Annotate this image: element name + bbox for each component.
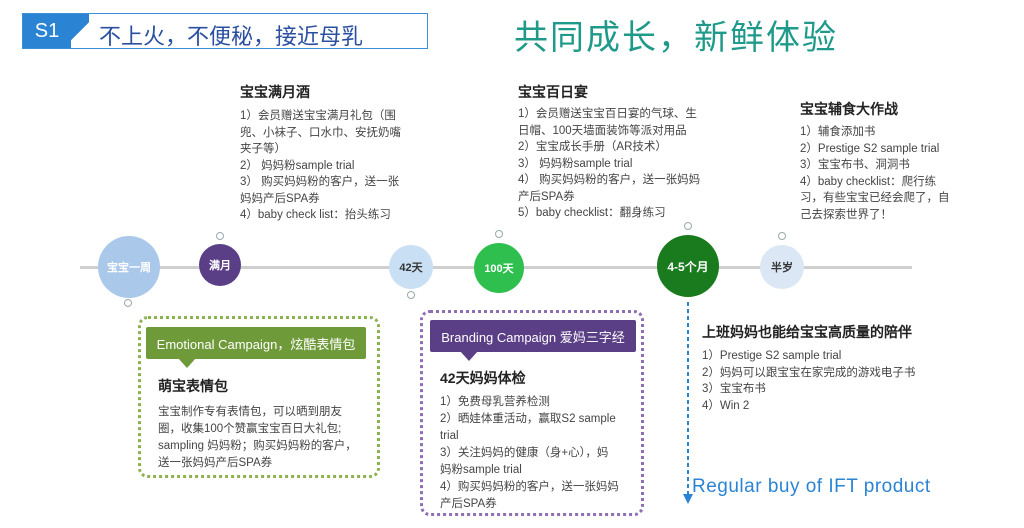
list-item: 夹子等）: [240, 143, 286, 155]
body-line: 产后SPA券: [440, 498, 497, 510]
list-item: 1）会员赠送宝宝百日宴的气球、生: [518, 108, 697, 120]
milestone-title-weaning: 宝宝辅食大作战: [800, 101, 898, 117]
timeline-node-month[interactable]: 满月: [199, 244, 241, 286]
list-item: 2） 妈妈粉sample trial: [240, 159, 355, 172]
body-line: sampling 妈妈粉；购买妈妈粉的客户，: [158, 440, 357, 452]
section-header: S1 不上火，不便秘，接近母乳: [22, 13, 428, 49]
list-item: 1）辅食添加书: [800, 126, 876, 138]
page-title: 共同成长，新鲜体验: [514, 19, 838, 57]
body-line: 1）免费母乳营养检测: [440, 396, 550, 408]
timeline-node-half-year[interactable]: 半岁: [760, 245, 804, 289]
list-item: 1）Prestige S2 sample trial: [702, 350, 842, 362]
branding-campaign-box: [420, 310, 644, 516]
working-mom-list: 1）Prestige S2 sample trial 2）妈妈可以跟宝宝在家完成…: [702, 348, 915, 414]
body-line: trial: [440, 430, 459, 442]
body-line: 宝宝制作专有表情包，可以晒到朋友: [158, 406, 342, 418]
list-item: 己去探索世界了！: [800, 208, 892, 221]
tag-pointer: [178, 358, 196, 368]
body-line: 4）购买妈妈粉的客户，送一张妈妈: [440, 481, 619, 493]
body-line: 2）晒娃体重活动，赢取S2 sample: [440, 413, 616, 425]
list-item: 4）baby check list：抬头练习: [240, 209, 391, 221]
working-mom-title: 上班妈妈也能给宝宝高质量的陪伴: [702, 324, 912, 340]
list-item: 1）会员赠送宝宝满月礼包（围: [240, 110, 396, 122]
emotional-campaign-tag: Emotional Campaign，炫酷表情包: [146, 327, 366, 359]
section-subtitle: 不上火，不便秘，接近母乳: [99, 24, 364, 49]
list-item: 3）宝宝布书: [702, 383, 766, 395]
branding-campaign-tag: Branding Campaign 爱妈三字经: [430, 320, 636, 352]
list-item: 3）宝宝布书、洞洞书: [800, 159, 910, 171]
collapse-icon[interactable]: [495, 230, 503, 238]
node-label: 42天: [399, 262, 423, 274]
milestone-title-full-month: 宝宝满月酒: [240, 84, 310, 100]
list-item: 习，有些宝宝已经会爬了，自: [800, 192, 950, 204]
list-item: 2）妈妈可以跟宝宝在家完成的游戏电子书: [702, 366, 916, 379]
node-label: 宝宝一周: [107, 262, 151, 274]
list-item: 产后SPA券: [518, 190, 575, 203]
regular-buy-label: Regular buy of IFT product: [692, 476, 931, 497]
body-line: 圈，收集100个赞赢宝宝百日大礼包;: [158, 423, 342, 435]
timeline-node-42-days[interactable]: 42天: [389, 245, 433, 289]
down-arrow-icon: [683, 302, 693, 504]
body-line: 妈粉sample trial: [440, 464, 522, 476]
body-line: 送一张妈妈产后SPA券: [158, 457, 273, 469]
timeline-node-week[interactable]: 宝宝一周: [98, 236, 160, 298]
list-item: 4） 购买妈妈粉的客户，送一张妈妈: [518, 174, 701, 186]
node-label: 半岁: [771, 262, 793, 274]
collapse-icon[interactable]: [778, 232, 786, 240]
list-item: 2）Prestige S2 sample trial: [800, 142, 940, 155]
list-item: 2）宝宝成长手册（AR技术）: [518, 141, 667, 153]
section-tag-corner: [71, 14, 89, 48]
timeline-node-100-days[interactable]: 100天: [474, 243, 524, 293]
list-item: 3） 妈妈粉sample trial: [518, 157, 633, 170]
node-label: 满月: [209, 260, 231, 272]
collapse-icon[interactable]: [407, 291, 415, 299]
emotional-campaign-title: 萌宝表情包: [158, 378, 228, 394]
timeline-node-4-5-months[interactable]: 4-5个月: [657, 235, 719, 297]
list-item: 4）baby checklist：爬行练: [800, 175, 937, 188]
section-tag: S1: [23, 14, 71, 48]
list-item: 3） 购买妈妈粉的客户，送一张: [240, 176, 400, 188]
list-item: 妈妈产后SPA券: [240, 192, 320, 205]
list-item: 兜、小袜子、口水巾、安抚奶嘴: [240, 126, 401, 139]
collapse-icon[interactable]: [684, 222, 692, 230]
milestone-list-full-month: 1）会员赠送宝宝满月礼包（围 兜、小袜子、口水巾、安抚奶嘴 夹子等） 2） 妈妈…: [240, 108, 401, 224]
milestone-list-weaning: 1）辅食添加书 2）Prestige S2 sample trial 3）宝宝布…: [800, 124, 950, 223]
list-item: 4）Win 2: [702, 399, 750, 412]
branding-campaign-title: 42天妈妈体检: [440, 370, 526, 386]
tag-pointer: [460, 351, 478, 361]
milestone-list-100-days: 1）会员赠送宝宝百日宴的气球、生 日帽、100天墙面装饰等派对用品 2）宝宝成长…: [518, 106, 700, 222]
body-line: 3）关注妈妈的健康（身+心），妈: [440, 447, 609, 459]
list-item: 日帽、100天墙面装饰等派对用品: [518, 124, 687, 137]
collapse-icon[interactable]: [124, 299, 132, 307]
emotional-campaign-body: 宝宝制作专有表情包，可以晒到朋友 圈，收集100个赞赢宝宝百日大礼包; samp…: [158, 404, 357, 472]
collapse-icon[interactable]: [216, 232, 224, 240]
branding-campaign-body: 1）免费母乳营养检测 2）晒娃体重活动，赢取S2 sample trial 3）…: [440, 394, 619, 513]
list-item: 5）baby checklist：翻身练习: [518, 207, 666, 219]
emotional-campaign-box: [138, 316, 380, 478]
node-label: 4-5个月: [667, 259, 709, 274]
milestone-title-100-days: 宝宝百日宴: [518, 84, 588, 100]
node-label: 100天: [484, 263, 514, 275]
